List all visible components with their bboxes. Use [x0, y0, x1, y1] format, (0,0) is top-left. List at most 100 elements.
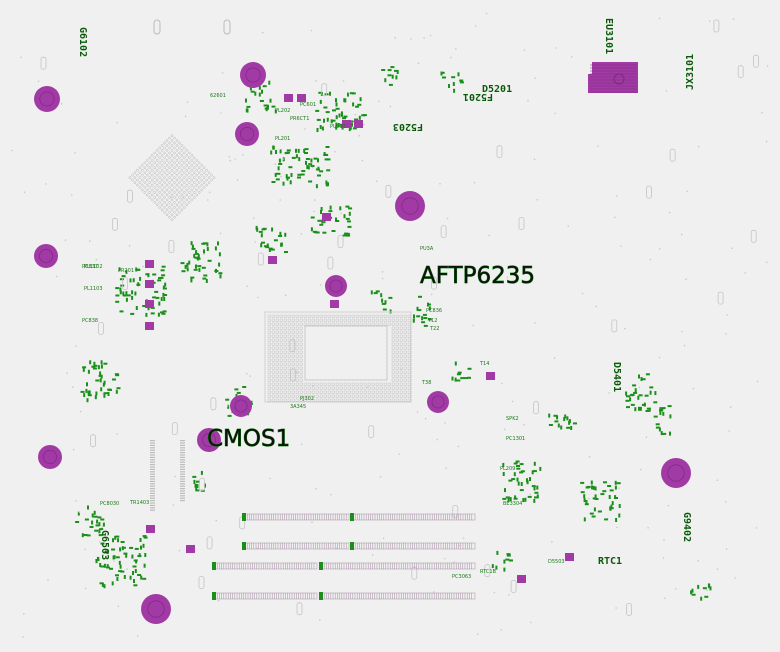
eu3101-pad[interactable]	[588, 62, 638, 93]
bga-ball	[295, 382, 299, 386]
component-pad	[115, 287, 120, 290]
bga-ball	[197, 171, 201, 174]
bga-ball	[163, 211, 166, 214]
component-pad	[261, 241, 265, 244]
bga-ball	[335, 318, 339, 322]
component-pad	[491, 564, 494, 569]
mount-hole-ring	[329, 279, 343, 293]
component-pad	[630, 403, 635, 406]
memory-slots[interactable]	[150, 440, 476, 600]
bga-ball	[168, 206, 171, 209]
label-eu3101[interactable]: EU3101	[603, 18, 614, 54]
label-g6503[interactable]: G6503	[99, 530, 110, 560]
bga-ball	[295, 334, 299, 338]
label-cmos1[interactable]: CMOS1	[207, 426, 291, 453]
label-f5201[interactable]: F5201	[463, 91, 493, 102]
bga-ball	[193, 191, 196, 194]
bga-ball	[267, 330, 271, 334]
label-d5201[interactable]: D5201	[482, 84, 512, 95]
bga-ball	[163, 151, 166, 155]
bga-ball	[395, 314, 399, 318]
bga-ball	[335, 314, 339, 318]
component-pad	[629, 394, 634, 397]
component-pad	[86, 382, 88, 387]
bga-ball	[267, 370, 271, 374]
label-d5401[interactable]: D5401	[611, 362, 622, 392]
bga-ball	[165, 213, 169, 217]
label-jx3101[interactable]: JX3101	[685, 54, 696, 90]
component-pad	[604, 518, 609, 521]
component-pad	[143, 536, 148, 539]
bga-ball	[160, 144, 164, 147]
component-pad	[145, 273, 150, 276]
small-label: PL1103	[84, 286, 103, 292]
bga-ball	[183, 181, 186, 184]
label-f5203[interactable]: F5203	[393, 121, 423, 132]
pch-bga-footprint[interactable]	[128, 134, 216, 221]
via	[761, 111, 763, 114]
component-pad	[284, 152, 289, 155]
bga-ball	[180, 159, 184, 162]
top-connector[interactable]	[153, 19, 231, 35]
bga-ball	[391, 350, 395, 354]
bga-ball	[383, 390, 387, 394]
bga-ball	[170, 203, 174, 207]
bga-ball	[403, 394, 407, 398]
via	[503, 428, 506, 431]
bga-ball	[383, 314, 387, 318]
component-pad	[560, 425, 563, 430]
bga-ball	[287, 382, 291, 386]
label-aftp6235[interactable]: AFTP6235	[420, 263, 536, 290]
bga-ball	[150, 188, 154, 192]
via	[45, 183, 47, 185]
bga-ball	[371, 394, 375, 398]
component-pad	[503, 559, 506, 564]
connector-pin	[180, 471, 185, 473]
small-label: PR201	[118, 268, 134, 274]
bga-ball	[141, 164, 144, 167]
component-pad	[645, 373, 650, 376]
bga-ball	[295, 326, 299, 330]
label-g9402[interactable]: G9402	[681, 512, 692, 542]
bga-ball	[283, 382, 287, 386]
component-pad	[131, 554, 134, 559]
via	[257, 296, 259, 299]
connector-pin	[180, 495, 185, 497]
mount-hole	[38, 445, 62, 469]
footprint-outline	[431, 276, 437, 290]
bga-ball	[311, 314, 315, 318]
bga-ball	[279, 318, 283, 322]
magenta-pad	[145, 280, 154, 288]
bga-ball	[315, 318, 319, 322]
bga-ball	[267, 378, 271, 382]
bga-ball	[407, 382, 411, 386]
bga-ball	[343, 314, 347, 318]
cpu-bga-footprint[interactable]	[264, 311, 412, 403]
magenta-pad	[268, 256, 277, 264]
component-pad	[161, 312, 166, 315]
bga-ball	[190, 173, 194, 177]
bga-ball	[395, 322, 399, 326]
small-label: TR1403	[129, 500, 149, 506]
magenta-pad	[342, 120, 351, 128]
via	[186, 101, 189, 103]
bga-ball	[279, 322, 283, 326]
component-pad	[387, 74, 392, 77]
bga-ball	[407, 386, 411, 390]
component-pad	[184, 264, 187, 269]
bga-ball	[158, 146, 161, 150]
bga-ball	[141, 168, 144, 172]
bga-ball	[146, 183, 149, 187]
component-pad	[343, 115, 348, 118]
bga-ball	[175, 188, 179, 192]
component-pad	[162, 285, 165, 290]
component-pad	[259, 100, 264, 102]
label-rtc1[interactable]: RTC1	[598, 556, 622, 567]
bga-ball	[170, 168, 174, 172]
bga-ball	[291, 374, 295, 378]
label-g6102[interactable]: G6102	[77, 27, 88, 57]
via	[424, 417, 427, 420]
bga-ball	[291, 390, 295, 394]
connector-pin	[150, 478, 155, 480]
